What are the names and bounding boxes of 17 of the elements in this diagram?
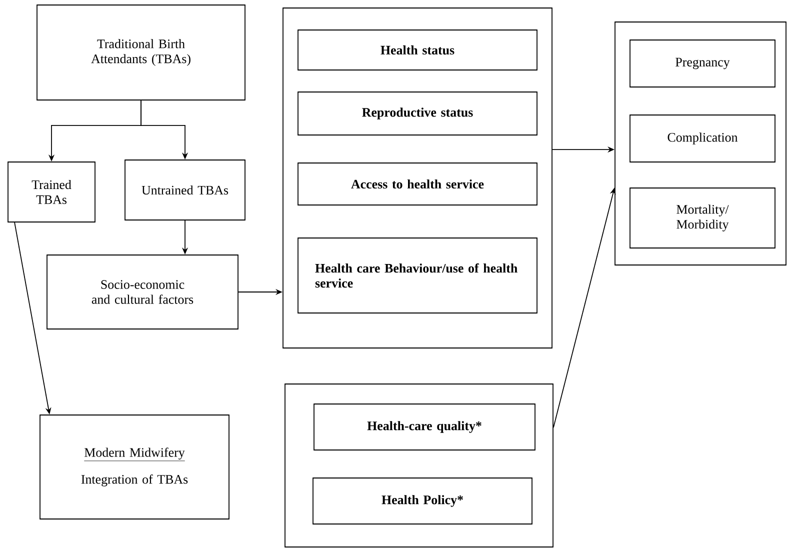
process-box: Complication xyxy=(630,114,776,162)
group-box xyxy=(614,22,786,266)
process-box: Socio-economic and cultural factors xyxy=(46,254,238,330)
process-box: Modern Midwifery Integration of TBAs xyxy=(40,414,230,520)
group-box xyxy=(284,384,554,548)
process-box: Health-care quality* xyxy=(314,404,536,450)
group-box xyxy=(282,8,552,348)
process-box: Access to health service xyxy=(298,162,538,206)
process-box: Health Policy* xyxy=(312,478,532,524)
process-box: Mortality/ Morbidity xyxy=(630,188,776,248)
process-box: Untrained TBAs xyxy=(124,160,246,220)
process-box: Pregnancy xyxy=(630,40,776,88)
process-box: Health care Behaviour/use of health service xyxy=(298,238,538,314)
process-box: Reproductive status xyxy=(298,92,538,136)
process-box: Traditional Birth Attendants (TBAs) xyxy=(36,4,246,100)
process-box: Health status xyxy=(298,30,538,70)
process-box: Trained TBAs xyxy=(8,162,96,222)
